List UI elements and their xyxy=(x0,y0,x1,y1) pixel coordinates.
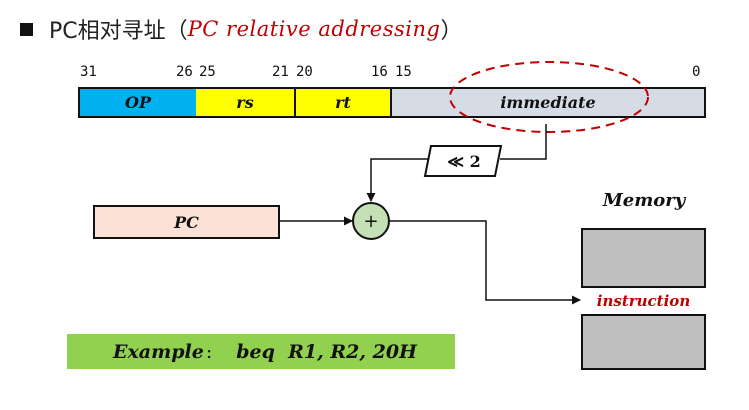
immediate-highlight-ellipse xyxy=(449,61,649,133)
adder-plus-icon: + xyxy=(363,210,379,232)
slide-title: PC相对寻址 （ PC relative addressing ） xyxy=(20,14,462,44)
example-bar: Example : beq R1, R2, 20H xyxy=(67,334,455,369)
title-chinese: PC相对寻址 xyxy=(49,19,166,44)
shift-label: ≪ 2 xyxy=(447,151,481,171)
bit-label-15: 15 xyxy=(395,64,412,80)
field-rt: rt xyxy=(294,87,392,118)
memory-title: Memory xyxy=(602,190,686,211)
bit-label-21: 21 xyxy=(272,64,289,80)
field-op: OP xyxy=(78,87,198,118)
bit-label-31: 31 xyxy=(80,64,97,80)
field-immediate: immediate xyxy=(390,87,706,118)
bit-label-25: 25 xyxy=(199,64,216,80)
title-paren-close: ） xyxy=(440,19,463,44)
bit-label-20: 20 xyxy=(296,64,313,80)
example-label: Example xyxy=(113,340,204,363)
bit-label-16: 16 xyxy=(371,64,388,80)
immediate-to-shift-wire xyxy=(500,124,547,160)
title-paren-open: （ xyxy=(165,19,188,44)
title-english: PC relative addressing xyxy=(187,17,441,41)
example-colon: : xyxy=(205,340,213,363)
adder-to-memory-wire xyxy=(389,220,581,305)
bit-label-0: 0 xyxy=(692,64,701,80)
memory-instruction-slot: instruction xyxy=(581,286,706,316)
pc-register: PC xyxy=(93,205,280,239)
square-bullet-icon xyxy=(20,22,33,36)
shift-to-adder-wire xyxy=(366,158,428,202)
example-code: beq R1, R2, 20H xyxy=(236,340,417,363)
bit-label-26: 26 xyxy=(176,64,193,80)
shift-left-box xyxy=(423,145,503,177)
field-rs: rs xyxy=(196,87,296,118)
